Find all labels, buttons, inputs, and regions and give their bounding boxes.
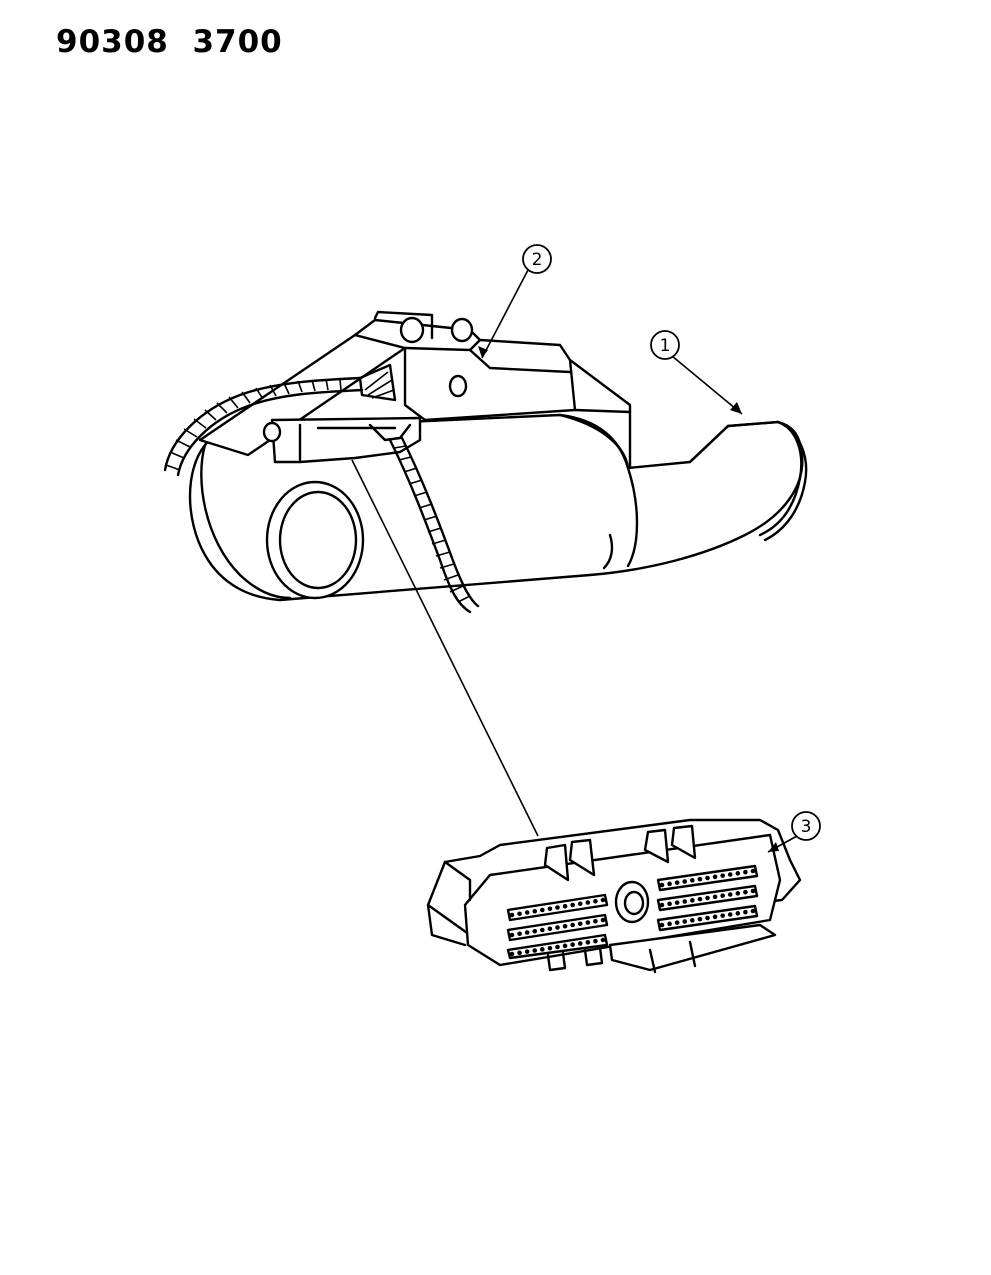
connector-pin [517, 911, 522, 917]
connector-pin [750, 868, 756, 874]
connector-pin [720, 913, 725, 918]
connector-pin [667, 901, 672, 907]
page-number: 3700 [192, 24, 283, 60]
connector-pin [735, 911, 741, 916]
connector-pin [750, 888, 756, 894]
wire-harness [163, 363, 480, 614]
connector-pin [705, 915, 710, 921]
connector-pin [517, 950, 522, 956]
connector-pin [705, 875, 710, 881]
connector-pin [690, 898, 695, 903]
connector-pin [674, 880, 680, 885]
callout-2[interactable]: 2 [522, 244, 552, 274]
connector-pin [517, 931, 522, 937]
connector-pin [720, 873, 725, 878]
connector-pin [547, 945, 553, 951]
connector-pin [667, 921, 672, 927]
connector-pin [712, 874, 718, 880]
connector-pin [682, 919, 688, 924]
connector-pin [667, 881, 672, 887]
connector-pin [532, 948, 538, 953]
connector-pin [593, 918, 598, 924]
connector-pin [524, 910, 530, 915]
connector-pins-left [506, 893, 609, 960]
connector-pin [593, 938, 598, 944]
connector-pin [585, 900, 591, 905]
diagram-header: 90308 3700 [56, 24, 283, 60]
connector-pin [593, 898, 598, 904]
connector-pin [750, 908, 756, 914]
connector-pin [743, 889, 748, 895]
connector-pin [735, 871, 741, 876]
connector-pin [712, 894, 718, 900]
connector-pin [540, 907, 545, 913]
connector-pin [743, 909, 748, 915]
connector-pin [690, 878, 695, 883]
connector-pin [540, 927, 545, 933]
connector-pin [532, 928, 538, 934]
connector-pin [697, 876, 703, 882]
part-2-bracket[interactable] [198, 310, 632, 470]
connector-pin [659, 922, 665, 928]
diagram-number: 90308 [56, 24, 169, 60]
connector-pin [540, 947, 545, 952]
connector-pin [555, 925, 560, 930]
connector-pin [547, 906, 553, 912]
connector-pin [727, 872, 733, 877]
connector-pin [555, 944, 560, 950]
connector-pin [727, 912, 733, 917]
connector-pin [509, 932, 515, 938]
part-1-housing[interactable] [188, 413, 808, 602]
connector-pin [570, 902, 575, 908]
connector-pin [524, 930, 530, 935]
connector-pin [682, 879, 688, 884]
connector-pin [690, 918, 695, 923]
connector-pin [600, 897, 606, 903]
connector-pin [727, 892, 733, 897]
connector-pin [743, 869, 748, 875]
connector-pin [674, 920, 680, 925]
connector-pin [562, 923, 568, 929]
connector-pin [682, 899, 688, 904]
connector-pin [524, 949, 530, 954]
connector-pins-right [656, 864, 759, 932]
callout-3-label: 3 [801, 817, 812, 837]
callout-1[interactable]: 1 [650, 330, 680, 360]
connector-pin [555, 905, 560, 910]
connector-pin [562, 943, 568, 949]
connector-pin [577, 941, 583, 946]
connector-pin [577, 901, 583, 907]
connector-pin [735, 891, 741, 896]
connector-pin [705, 895, 710, 901]
connector-pin [697, 916, 703, 922]
connector-pin [562, 903, 568, 909]
connector-pin [712, 914, 718, 920]
callout-1-label: 1 [660, 336, 671, 356]
connector-pin [570, 942, 575, 947]
connector-pin [585, 920, 591, 925]
connector-pin [659, 882, 665, 888]
part-3-connector[interactable] [426, 818, 802, 974]
callout-2-label: 2 [532, 250, 543, 270]
connector-pin [674, 900, 680, 905]
connector-pin [577, 921, 583, 927]
connector-pin [720, 893, 725, 898]
callout-3[interactable]: 3 [791, 811, 821, 841]
connector-pin [585, 940, 591, 945]
connector-pin [547, 926, 553, 932]
connector-pin [509, 912, 515, 918]
connector-pin [697, 896, 703, 902]
connector-pin [600, 937, 606, 943]
connector-pin [600, 917, 606, 923]
connector-pin [659, 902, 665, 908]
leader-lines [351, 269, 798, 853]
connector-pin [509, 951, 515, 957]
connector-pin [532, 908, 538, 914]
connector-pin [570, 922, 575, 928]
